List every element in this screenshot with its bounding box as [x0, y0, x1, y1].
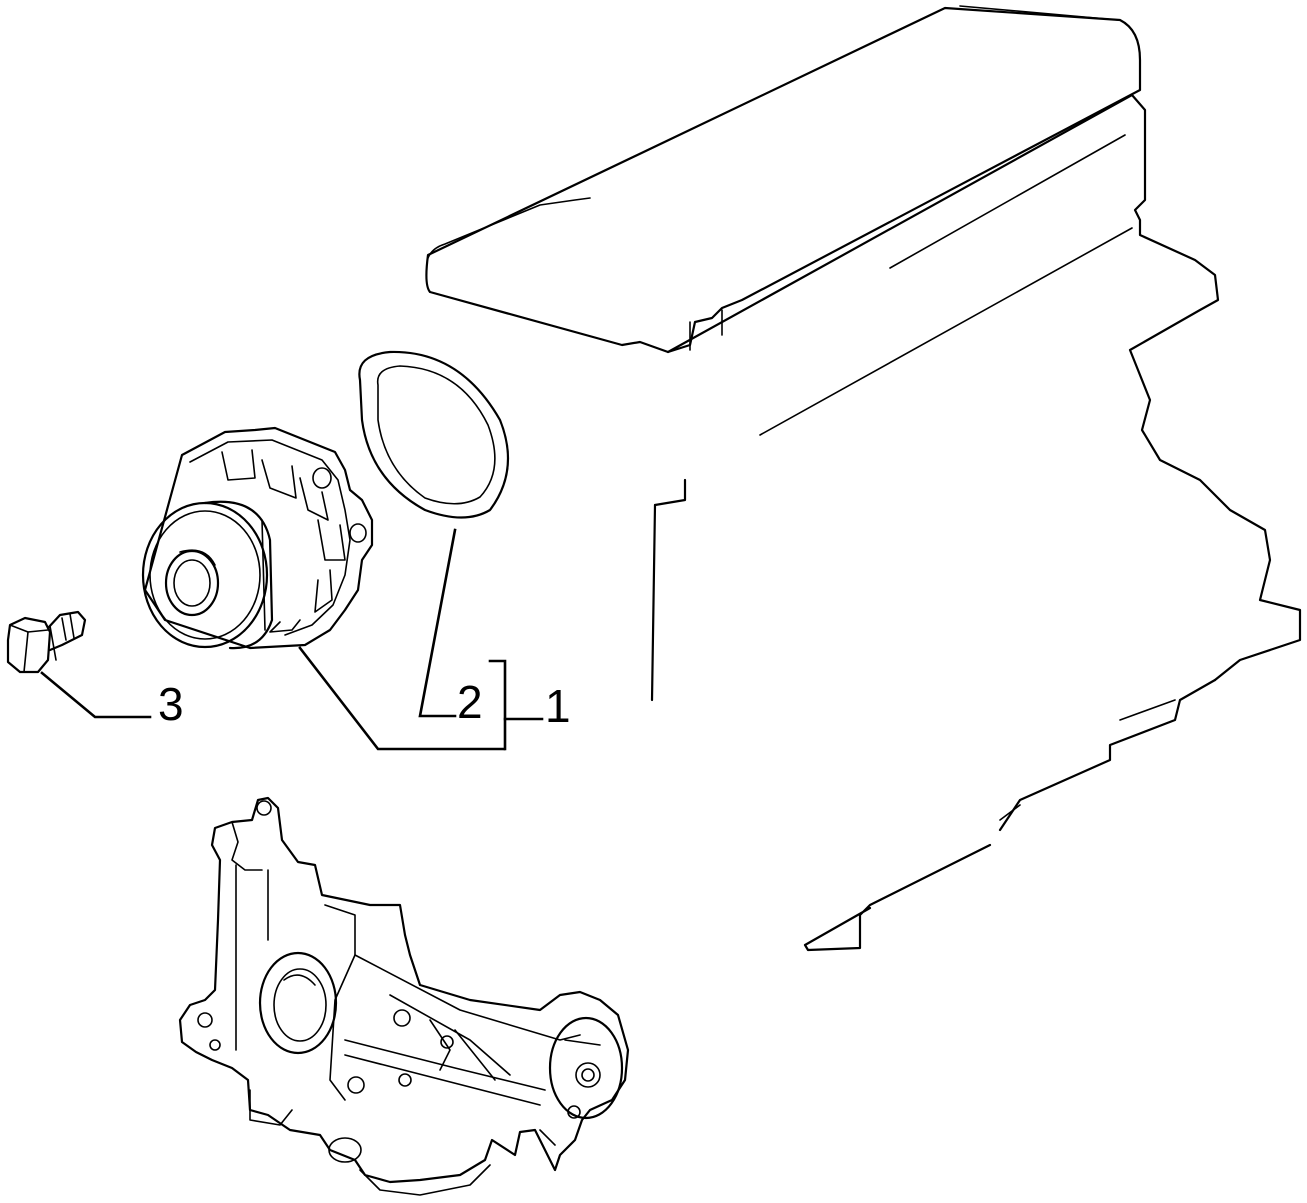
- leader-line-pump: [298, 646, 506, 751]
- engine-block: [425, 5, 1302, 952]
- leader-line-2: [418, 528, 457, 718]
- leader-lines: [40, 528, 544, 751]
- callout-2: 2: [457, 676, 483, 728]
- callouts: 1 2 3: [158, 676, 571, 732]
- oil-pump-cover: [178, 796, 630, 1196]
- water-pump: [141, 426, 374, 650]
- gasket: [358, 350, 510, 519]
- callout-3: 3: [158, 678, 184, 730]
- callout-1: 1: [545, 680, 571, 732]
- leader-line-3: [40, 671, 152, 719]
- assembly-bracket: [488, 659, 507, 751]
- bolt: [6, 610, 87, 674]
